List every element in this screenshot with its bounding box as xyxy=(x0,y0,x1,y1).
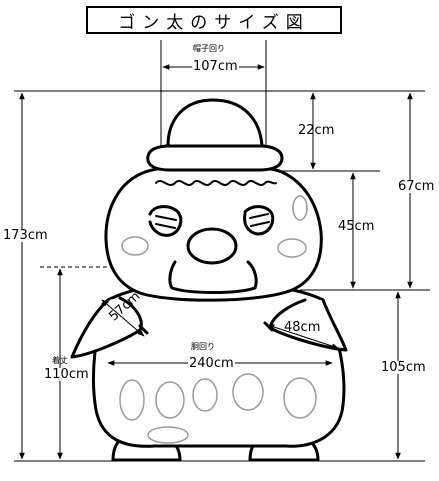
spot xyxy=(155,381,185,419)
spot xyxy=(292,195,308,221)
hat-height-value: 22cm xyxy=(298,123,335,138)
mouth xyxy=(168,260,258,294)
head-total-value: 67cm xyxy=(397,179,436,194)
spot xyxy=(283,377,317,419)
total-height-value: 173cm xyxy=(2,228,49,243)
spots xyxy=(119,195,317,444)
hair-wave xyxy=(155,180,277,186)
hat-brim xyxy=(146,144,284,172)
left-eye-lines xyxy=(155,215,177,229)
left-eye xyxy=(148,205,183,237)
nose xyxy=(186,227,238,265)
right-eye xyxy=(243,205,275,236)
waist-value: 240cm xyxy=(188,356,235,371)
hat-dome xyxy=(166,98,264,148)
hat-circumference-value: 107cm xyxy=(192,59,239,74)
spot xyxy=(277,238,307,258)
arrow-arm-left xyxy=(101,299,145,337)
length-value: 110cm xyxy=(43,367,90,382)
arm-right-value: 48cm xyxy=(284,320,321,335)
spot xyxy=(232,373,264,411)
character-illustration xyxy=(70,98,348,462)
hat-circumference-label: 帽子回り xyxy=(193,44,225,53)
arrow-arm-right xyxy=(267,324,339,349)
spot xyxy=(121,236,149,256)
spot xyxy=(192,378,218,412)
spot xyxy=(119,379,145,421)
body-height-value: 105cm xyxy=(380,360,427,375)
waist-label: 胴回り xyxy=(191,342,215,351)
spot xyxy=(147,426,189,444)
diagram-title: ゴン太のサイズ図 xyxy=(86,6,342,34)
length-label: 着丈 xyxy=(52,356,68,365)
right-eye-lines xyxy=(249,213,270,227)
head-height-value: 45cm xyxy=(338,219,375,234)
